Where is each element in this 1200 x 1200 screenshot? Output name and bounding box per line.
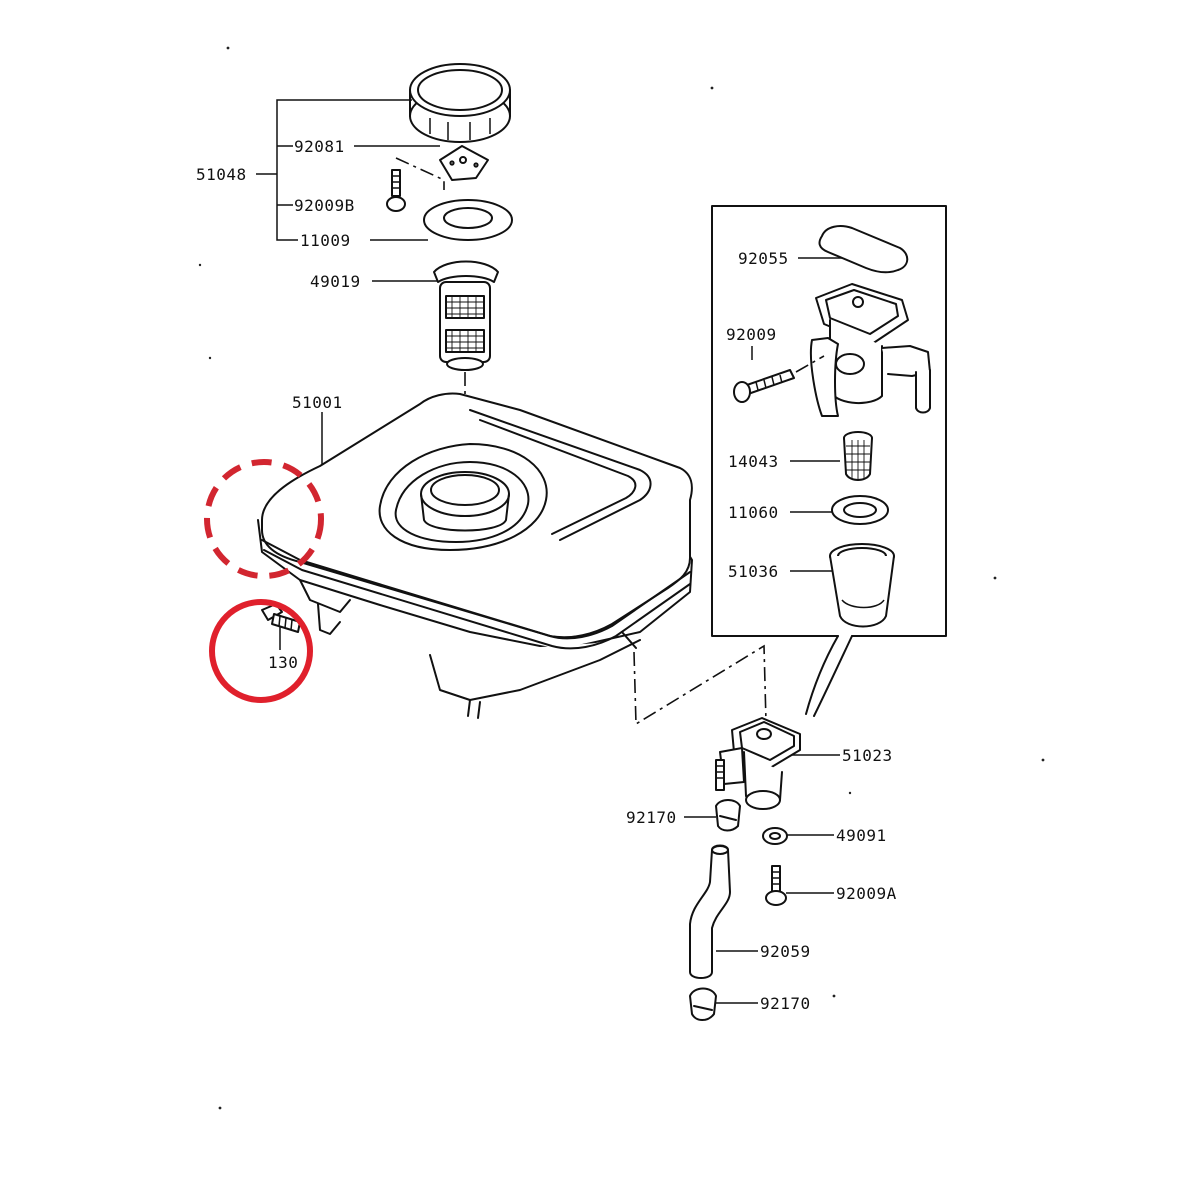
fuel-tank-icon [257,392,693,719]
cock-bolt-icon [765,865,787,906]
cock-ring-icon [831,495,889,525]
cap-gasket-icon [423,199,513,241]
highlight-solid-circle [209,599,313,703]
strainer-icon [433,260,499,371]
label-51036: 51036 [728,562,779,581]
cap-plate-icon [439,145,489,181]
label-14043: 14043 [728,452,779,471]
cock-gasket-icon [818,225,909,274]
label-51048: 51048 [196,165,247,184]
label-92081: 92081 [294,137,345,156]
label-92009: 92009 [726,325,777,344]
cock-body-icon [809,283,931,417]
scan-noise [198,46,1045,1110]
hose-clamp-upper-icon [715,799,741,832]
label-92055: 92055 [738,249,789,268]
label-11009: 11009 [300,231,351,250]
cock-cup-icon [829,543,895,628]
label-92170-lower: 92170 [760,994,811,1013]
label-11060: 11060 [728,503,779,522]
fuel-cock-inset-frame [711,205,947,717]
label-49091: 49091 [836,826,887,845]
washer-icon [762,827,788,845]
label-49019: 49019 [310,272,361,291]
cock-filter-icon [843,431,873,481]
label-51001: 51001 [292,393,343,412]
hose-clamp-lower-icon [689,987,717,1021]
highlight-dashed-circle [204,459,324,579]
label-130: 130 [268,653,298,672]
bolt-icon [261,603,301,650]
label-92059: 92059 [760,942,811,961]
filler-cap-icon [409,63,511,143]
label-92170-upper: 92170 [626,808,677,827]
label-92009a: 92009A [836,884,897,903]
fuel-cock-icon [715,717,801,810]
cap-assembly-bracket [256,99,412,241]
label-92009b: 92009B [294,196,355,215]
cock-screw-icon [733,369,795,403]
label-51023: 51023 [842,746,893,765]
cap-screw-icon [386,169,406,212]
fuel-hose-icon [689,844,731,979]
